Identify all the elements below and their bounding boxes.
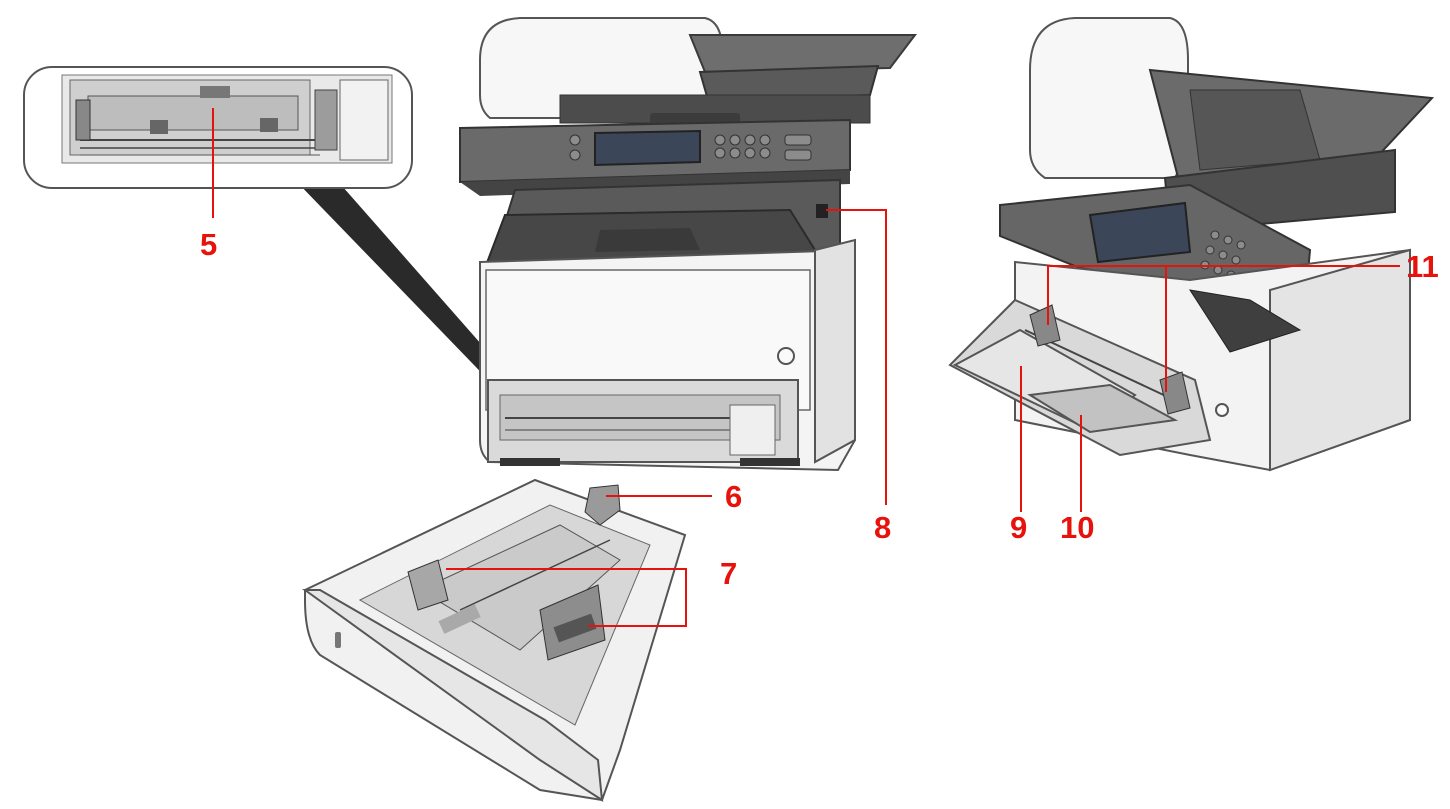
body-side bbox=[814, 238, 856, 464]
usb-port bbox=[816, 204, 828, 218]
callout-10: 10 bbox=[1060, 510, 1094, 545]
callout-9: 9 bbox=[1010, 510, 1027, 545]
front-cover-button bbox=[777, 347, 795, 365]
leader-11 bbox=[1047, 265, 1400, 325]
width-guide-left bbox=[407, 559, 449, 611]
side-document-feeder bbox=[1029, 17, 1189, 179]
panel-keys bbox=[569, 134, 812, 161]
mp-tray-sub bbox=[1027, 383, 1179, 434]
feeder-input-tray bbox=[688, 34, 918, 74]
zoom-inset: 5 bbox=[23, 66, 548, 425]
document-feeder bbox=[479, 17, 723, 119]
side-printer bbox=[948, 17, 1435, 472]
leader-7a bbox=[446, 568, 687, 627]
mp-guide-left bbox=[1029, 304, 1061, 347]
paper-cassette bbox=[301, 478, 687, 802]
leader-8 bbox=[826, 209, 887, 505]
callout-6: 6 bbox=[725, 479, 742, 514]
callout-7: 7 bbox=[720, 556, 737, 591]
inset-mechanism bbox=[61, 74, 393, 164]
callout-5: 5 bbox=[200, 227, 217, 262]
cassette-front bbox=[301, 589, 604, 802]
main-printer bbox=[459, 17, 918, 472]
callout-11: 11 bbox=[1406, 249, 1439, 284]
callout-8: 8 bbox=[874, 510, 891, 545]
mp-guide-right bbox=[1159, 371, 1191, 415]
